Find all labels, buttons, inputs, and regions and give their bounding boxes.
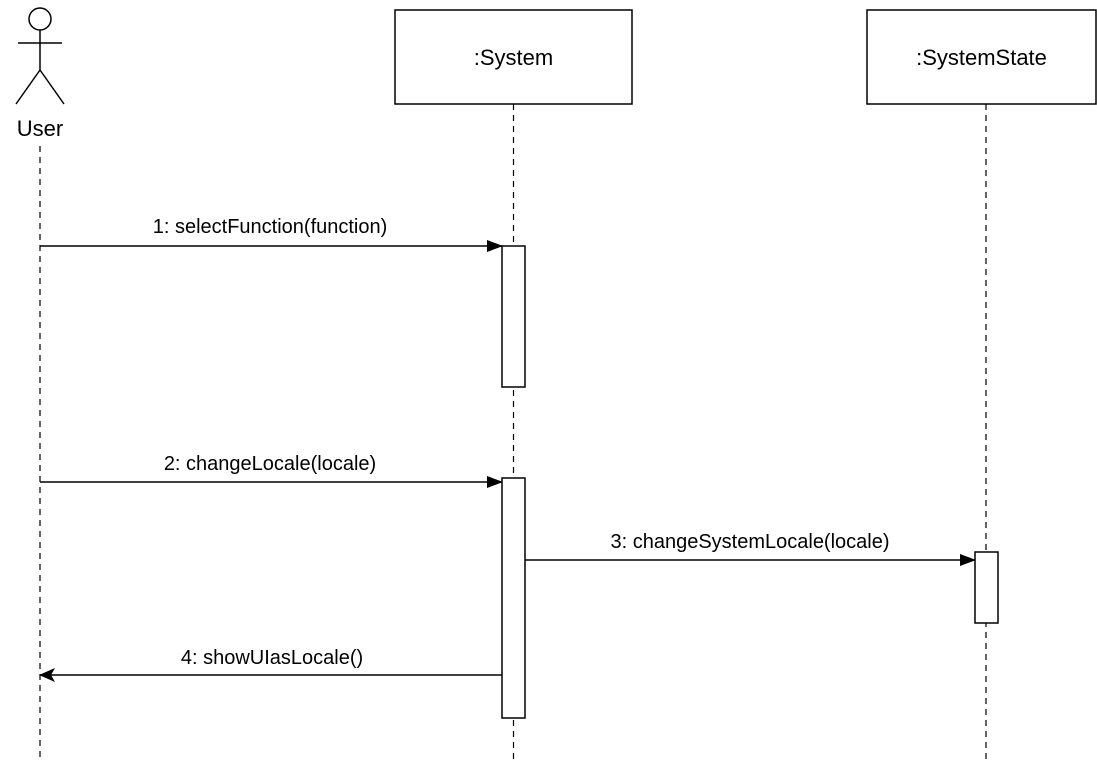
participant-system: :System [394,9,633,762]
object-label: :SystemState [916,45,1047,70]
object-box [394,9,633,105]
actor-label: User [17,116,63,141]
message-label: 4: showUIasLocale() [181,647,363,669]
message-label: 3: changeSystemLocale(locale) [610,531,889,553]
message-label: 2: changeLocale(locale) [164,453,376,475]
object-label: :System [474,45,553,70]
participant-systemstate: :SystemState [866,9,1097,762]
message-label: 1: selectFunction(function) [153,216,388,238]
message-3: 3: changeSystemLocale(locale) [525,531,976,566]
activation-bar [501,477,526,719]
message-2: 2: changeLocale(locale) [40,453,503,488]
message-1: 1: selectFunction(function) [40,216,503,252]
activation-bar [974,551,999,624]
message-4: 4: showUIasLocale() [39,647,502,682]
participant-user: User [15,7,65,762]
object-box [866,9,1097,105]
activation-bar [501,245,526,388]
actor-icon [15,7,65,105]
